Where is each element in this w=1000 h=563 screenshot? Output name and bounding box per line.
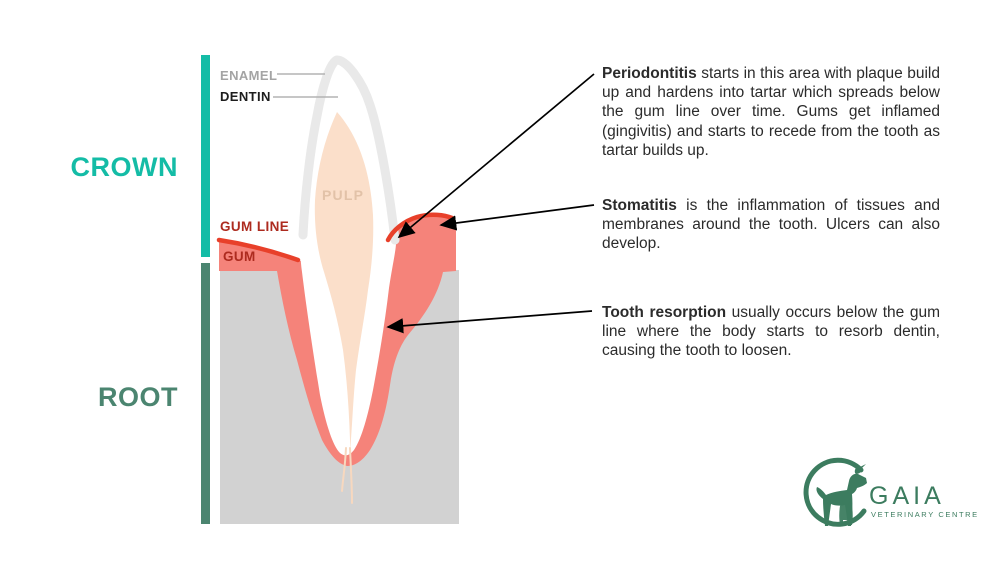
dentin-label: DENTIN bbox=[220, 89, 271, 104]
annotation-periodontitis: Periodontitis starts in this area with p… bbox=[602, 64, 940, 160]
tooth-enamel bbox=[298, 55, 400, 245]
gum-line-label: GUM LINE bbox=[220, 219, 290, 234]
root-label: ROOT bbox=[98, 382, 178, 412]
logo-dog-icon bbox=[816, 473, 867, 526]
annotation-resorption-text: usually occurs below the gum line where … bbox=[602, 304, 940, 360]
gum-line-stroke-left bbox=[216, 237, 301, 263]
stomatitis-arrow bbox=[439, 204, 595, 231]
tooth-pulp bbox=[314, 112, 374, 452]
logo-name: GAIA bbox=[869, 482, 945, 510]
gaia-logo-mark bbox=[803, 457, 867, 527]
resorption-arrow bbox=[386, 310, 593, 334]
annotation-stomatitis: Stomatitis is the inflammation of tissue… bbox=[602, 196, 940, 254]
gum-label: GUM bbox=[223, 249, 256, 264]
crown-label: CROWN bbox=[70, 152, 178, 182]
root-tip-fiber-right bbox=[349, 447, 353, 504]
root-bracket-bar bbox=[201, 263, 210, 524]
logo-bird-icon bbox=[854, 464, 866, 474]
logo-subtitle: VETERINARY CENTRE bbox=[871, 510, 979, 519]
logo-cat-icon bbox=[839, 501, 853, 525]
annotation-stomatitis-text: is the inflammation of tissues and membr… bbox=[602, 197, 940, 253]
root-tip-fiber-left bbox=[341, 447, 347, 492]
annotation-resorption: Tooth resorption usually occurs below th… bbox=[602, 303, 940, 361]
annotation-periodontitis-text: starts in this area with plaque build up… bbox=[602, 65, 940, 159]
logo-crescent-icon bbox=[803, 457, 867, 527]
annotation-periodontitis-term: Periodontitis bbox=[602, 65, 697, 82]
pulp-label: PULP bbox=[322, 187, 365, 203]
enamel-label: ENAMEL bbox=[220, 68, 278, 83]
crown-bracket-bar bbox=[201, 55, 210, 257]
periodontitis-arrow bbox=[397, 73, 595, 239]
annotation-resorption-term: Tooth resorption bbox=[602, 304, 727, 321]
annotation-stomatitis-term: Stomatitis bbox=[602, 197, 677, 214]
